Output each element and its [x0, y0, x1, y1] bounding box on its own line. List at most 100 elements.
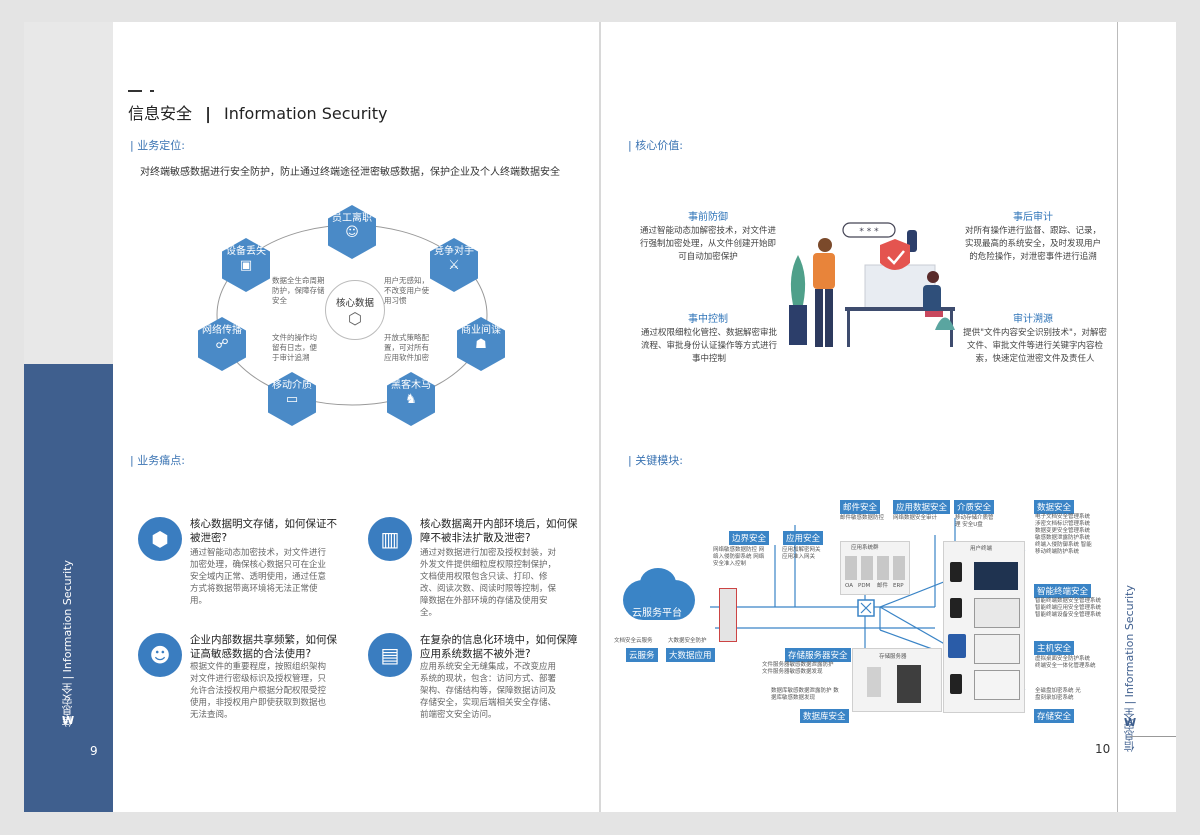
- tag-media: 介质安全: [954, 500, 995, 514]
- document-icon: ▤: [368, 633, 412, 677]
- title-cn: 信息安全: [128, 104, 193, 123]
- note-data: 电子文档安全管理系统 涉密文档标识管理系统 数据变更安全管理系统 敏感数据泄露防…: [1035, 514, 1092, 555]
- server-icon: [861, 556, 873, 580]
- tag-db: 数据库安全: [800, 709, 849, 723]
- node-removable-media: 移动介质▭: [268, 372, 316, 426]
- user-terminal-card: 用户终端: [943, 541, 1025, 713]
- positioning-label: | 业务定位:: [130, 139, 185, 152]
- node-employee-leave: 员工离职☺: [328, 205, 376, 259]
- note-policy: 开放式策略配置，可对所有应用软件加密: [384, 333, 429, 362]
- note-cloudsvc: 文档安全云服务: [614, 638, 653, 644]
- monitor-windows-icon: [974, 562, 1018, 590]
- header-dot: [150, 90, 154, 92]
- page-rule: [1130, 736, 1176, 737]
- title-en: Information Security: [224, 104, 388, 123]
- tag-cloudsvc: 云服务: [626, 648, 658, 662]
- tag-app: 应用安全: [783, 531, 824, 545]
- chart-icon: ▥: [368, 517, 412, 561]
- tag-appdata: 应用数据安全: [893, 500, 951, 514]
- cloud-icon-top: [640, 568, 676, 598]
- page-number-left: 9: [90, 744, 98, 758]
- header-dash: [128, 90, 142, 92]
- binding-line: [599, 22, 601, 812]
- pain-body-3: 根据文件的重要程度，按照组织架构对文件进行密级标识及授权管理，只允许合法授权用户…: [190, 662, 327, 720]
- storage-service-card: 存储服务器: [852, 648, 942, 712]
- app-label-pdm: PDM: [858, 583, 871, 589]
- svg-text:* * *: * * *: [859, 227, 879, 237]
- monitor-mac-icon: [974, 598, 1020, 628]
- note-appdata: 网络数据安全审计: [893, 515, 938, 521]
- app-system-card: 应用系统群 OA PDM 邮件 ERP: [840, 541, 910, 595]
- right-margin-line: [1117, 22, 1118, 812]
- note-audit: 文件的操作均留有日志，便于审计追溯: [272, 333, 317, 362]
- value-body-audit: 对所有操作进行监督、跟踪、记录，实现最高的系统安全，及时发现用户的危险操作，对泄…: [964, 226, 1101, 262]
- person-icon: ☺: [345, 225, 359, 240]
- page-left: [24, 22, 600, 812]
- note-lifecycle: 数据全生命周期防护，保障存储安全: [272, 276, 325, 305]
- note-smart: 智能终端数据安全管理系统 智能终端应用安全管理系统 智能终端设备安全管理系统: [1035, 598, 1102, 618]
- value-body-trace: 提供"文件内容安全识别技术"，对解密文件、审批文件等进行关键字内容检索，快速定位…: [963, 328, 1107, 364]
- app-system-label: 应用系统群: [851, 545, 879, 551]
- storage-icon: [867, 667, 881, 697]
- firewall-server-icon: [719, 588, 737, 642]
- note-bigdata: 大数据安全防护: [668, 638, 707, 644]
- tag-storage: 存储安全: [1034, 709, 1075, 723]
- note-db: 数据库敏感数据泄露防护 数据库敏感数据发现: [771, 688, 839, 701]
- modules-label: | 关键模块:: [628, 454, 683, 467]
- tag-data: 数据安全: [1034, 500, 1075, 514]
- cube-icon: ⬢: [138, 517, 182, 561]
- positioning-text: 对终端敏感数据进行安全防护，防止通过终端途径泄密敏感数据，保护企业及个人终端数据…: [140, 167, 560, 178]
- value-title-prevent: 事前防御: [688, 212, 728, 223]
- horse-icon: ♞: [405, 392, 417, 407]
- sidebar-label-left: 信息安全 | Information Security: [61, 560, 74, 728]
- swords-icon: ⚔: [448, 258, 460, 273]
- note-transparent: 用户无感知，不改变用户使用习惯: [384, 276, 429, 305]
- value-title-audit: 事后审计: [1013, 212, 1053, 223]
- tag-smart: 智能终端安全: [1034, 584, 1092, 598]
- pain-body-4: 应用系统安全无缝集成，不改变应用系统的现状，包含：访问方式、部署架构、存储结构等…: [420, 662, 557, 720]
- tag-border: 边界安全: [729, 531, 770, 545]
- node-spy: 商业间谍☗: [457, 317, 505, 371]
- node-network: 网络传播☍: [198, 317, 246, 371]
- sidebar-bottom-block: [24, 364, 113, 812]
- server-icon: [893, 556, 905, 580]
- core-value-label: | 核心价值:: [628, 139, 683, 152]
- user-minus-icon: ☻: [138, 633, 182, 677]
- storage-service-label: 存储服务器: [879, 654, 907, 660]
- monitor-other-icon: [974, 670, 1020, 700]
- pain-title-1: 核心数据明文存储，如何保证不被泄密?: [190, 518, 337, 544]
- device-icon: ▣: [239, 258, 253, 273]
- monitor-linux-icon: [974, 634, 1020, 664]
- tag-mail: 邮件安全: [840, 500, 881, 514]
- user-terminal-label: 用户终端: [970, 546, 993, 552]
- note-mail: 邮件敏感数据防控: [840, 515, 885, 521]
- logo-left-icon: W: [62, 714, 75, 727]
- app-label-mail: 邮件: [877, 583, 889, 589]
- note-storage: 全磁盘加密系统 光盘刻录加密系统: [1035, 688, 1081, 701]
- phone-icon: [950, 562, 962, 582]
- rack-icon: [897, 665, 921, 703]
- tablet-icon: [948, 634, 966, 658]
- security-illustration: * * *: [789, 222, 955, 347]
- value-body-control: 通过权限细粒化管控、数据解密审批流程、审批身份认证操作等方式进行事中控制: [640, 328, 777, 364]
- page-number-right: 10: [1095, 742, 1111, 756]
- pain-title-4: 在复杂的信息化环境中，如何保障应用系统数据不被外泄?: [420, 634, 578, 660]
- tag-host: 主机安全: [1034, 641, 1075, 655]
- server-icon: [877, 556, 889, 580]
- pain-body-2: 通过对数据进行加密及授权封装，对外发文件提供细粒度权限控制保护，文档使用权限包含…: [420, 548, 557, 618]
- value-title-control: 事中控制: [688, 314, 728, 325]
- tag-bigdata: 大数据应用: [666, 648, 715, 662]
- app-label-oa: OA: [845, 583, 853, 589]
- phone-icon: [950, 598, 962, 618]
- node-competitor: 竞争对手⚔: [430, 238, 478, 292]
- spy-icon: ☗: [475, 337, 487, 352]
- pain-title-2: 核心数据离开内部环境后，如何保障不被非法扩散及泄密?: [420, 518, 578, 544]
- sidebar-top-block: [24, 22, 113, 364]
- page-title: 信息安全 | Information Security: [128, 104, 388, 123]
- logo-right-icon: W: [1124, 716, 1137, 729]
- usb-icon: ▭: [285, 392, 299, 407]
- node-device-loss: 设备丢失▣: [222, 238, 270, 292]
- value-title-trace: 审计溯源: [1013, 314, 1053, 325]
- center-core: 核心数据 ⬡: [325, 280, 385, 340]
- pain-title-3: 企业内部数据共享频繁，如何保证高敏感数据的合法使用?: [190, 634, 337, 660]
